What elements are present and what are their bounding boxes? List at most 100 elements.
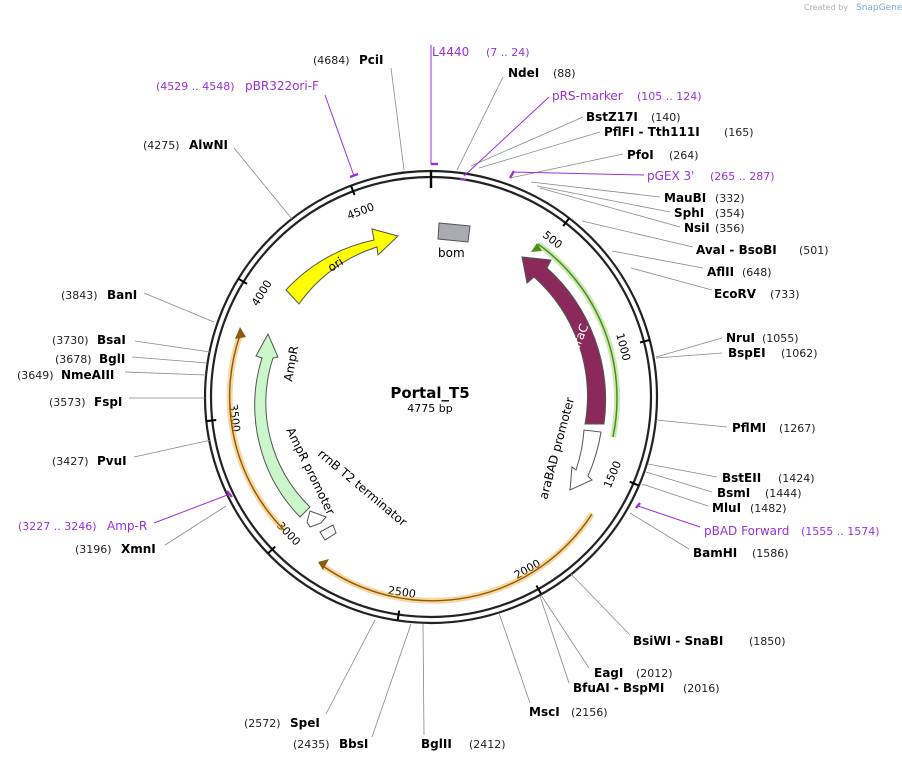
enzyme-PciI[interactable]: (4684) PciI — [313, 53, 405, 171]
enzyme-BfuAI-BspMI[interactable]: BfuAI - BspMI (2016) — [539, 595, 720, 695]
tick-4500: 4500 — [345, 185, 376, 222]
enzyme-pos: (88) — [553, 67, 576, 80]
enzyme-name: AlwNI — [189, 138, 228, 152]
enzyme-NsiI[interactable]: NsiI (356) — [539, 187, 745, 235]
feature-araC: araC — [521, 256, 607, 425]
enzyme-BsaI[interactable]: (3730) BsaI — [52, 333, 211, 353]
enzyme-name: BsiWI - SnaBI — [633, 634, 723, 648]
enzyme-pos: (3196) — [75, 543, 112, 556]
primer-pBR322ori-F[interactable]: (4529 .. 4548) pBR322ori-F — [156, 79, 359, 179]
tick-4000: 4000 — [237, 278, 275, 309]
enzyme-NdeI[interactable]: NdeI (88) — [456, 66, 576, 171]
svg-text:4500: 4500 — [345, 200, 376, 222]
enzyme-pos: (3843) — [61, 289, 98, 302]
enzyme-BglII[interactable]: BglII (2412) — [421, 623, 506, 751]
orf-arc-orange-left-head — [235, 327, 246, 339]
enzyme-AlwNI[interactable]: (4275) AlwNI — [143, 138, 293, 220]
enzyme-name: EcoRV — [714, 287, 757, 301]
enzyme-name: BstZ17I — [586, 110, 638, 124]
enzyme-name: PfoI — [627, 148, 654, 162]
enzyme-pos: (1850) — [749, 635, 786, 648]
enzyme-pos: (1267) — [779, 422, 816, 435]
enzyme-BsiWI-SnaBI[interactable]: BsiWI - SnaBI (1850) — [569, 572, 786, 648]
enzyme-pos: (1482) — [750, 502, 787, 515]
enzyme-XmnI[interactable]: (3196) XmnI — [75, 505, 227, 556]
enzyme-BglI[interactable]: (3678) BglI — [55, 352, 208, 366]
primer-L4440[interactable]: L4440 (7 .. 24) — [430, 45, 530, 166]
enzyme-EagI[interactable]: EagI (2012) — [540, 594, 673, 680]
enzyme-NruI[interactable]: NruI (1055) — [655, 331, 799, 358]
enzyme-pos: (2412) — [469, 738, 506, 751]
orf-arc-green — [537, 243, 618, 438]
enzyme-MauBI[interactable]: MauBI (332) — [530, 181, 745, 205]
enzyme-pos: (3730) — [52, 334, 89, 347]
enzyme-pos: (733) — [770, 288, 800, 301]
primer-range: (1555 .. 1574) — [801, 525, 880, 538]
enzyme-PfoI[interactable]: PfoI (264) — [509, 148, 699, 179]
backbone — [203, 169, 659, 625]
svg-text:4000: 4000 — [249, 278, 275, 309]
enzyme-pos: (3427) — [52, 455, 89, 468]
enzyme-MluI[interactable]: MluI (1482) — [641, 483, 787, 515]
enzyme-BstZ17I[interactable]: BstZ17I (140) — [470, 110, 681, 167]
rrnB-T2-terminator-arrow — [319, 524, 337, 541]
enzyme-name: XmnI — [121, 542, 156, 556]
enzyme-pos: (3678) — [55, 353, 92, 366]
enzyme-PvuI[interactable]: (3427) PvuI — [52, 439, 212, 468]
enzyme-SphI[interactable]: SphI (354) — [536, 185, 745, 220]
enzyme-pos: (356) — [715, 222, 745, 235]
enzyme-name: BspEI — [728, 346, 766, 360]
enzyme-pos: (354) — [715, 207, 745, 220]
primer-pBAD-Forward[interactable]: pBAD Forward (1555 .. 1574) — [635, 502, 880, 538]
enzyme-MscI[interactable]: MscI (2156) — [498, 612, 608, 719]
enzyme-name: NsiI — [684, 221, 710, 235]
enzyme-BamHI[interactable]: BamHI (1586) — [629, 512, 789, 560]
enzyme-pos: (264) — [669, 149, 699, 162]
enzyme-BsmI[interactable]: BsmI (1444) — [645, 471, 802, 500]
enzyme-SpeI[interactable]: (2572) SpeI — [244, 619, 376, 730]
enzyme-AvaI-BsoBI[interactable]: AvaI - BsoBI (501) — [581, 220, 829, 257]
enzyme-name: AvaI - BsoBI — [696, 243, 777, 257]
primer-range: (105 .. 124) — [637, 90, 702, 103]
rrnB-T2-terminator-label: rrnB T2 terminator — [315, 447, 410, 530]
enzyme-name: BsmI — [717, 486, 750, 500]
enzyme-pos: (332) — [715, 192, 745, 205]
enzyme-name: BbsI — [339, 737, 368, 751]
enzyme-pos: (1055) — [762, 332, 799, 345]
enzyme-pos: (1444) — [765, 487, 802, 500]
enzyme-name: BglII — [421, 737, 452, 751]
enzyme-name: BfuAI - BspMI — [573, 681, 664, 695]
plasmid-name: Portal_T5 — [390, 384, 469, 402]
enzyme-pos: (3573) — [49, 396, 86, 409]
enzyme-BbsI[interactable]: (2435) BbsI — [293, 623, 412, 751]
AmpR-label: AmpR — [281, 345, 301, 383]
enzyme-PflMI[interactable]: PflMI (1267) — [655, 419, 816, 435]
enzyme-EcoRV[interactable]: EcoRV (733) — [630, 267, 800, 301]
enzyme-pos: (2435) — [293, 738, 330, 751]
enzyme-labels: (4684) PciI NdeI (88) BstZ17I (140) PflF… — [17, 53, 829, 751]
enzyme-name: NruI — [726, 331, 755, 345]
primer-Amp-R[interactable]: (3227 .. 3246) Amp-R — [18, 490, 233, 533]
enzyme-pos: (1586) — [752, 547, 789, 560]
orf-arc-orange-bottom-head — [318, 559, 329, 570]
enzyme-BspEI[interactable]: BspEI (1062) — [655, 346, 818, 360]
enzyme-name: NmeAIII — [61, 368, 114, 382]
primer-pRS-marker[interactable]: pRS-marker (105 .. 124) — [459, 89, 702, 182]
enzyme-BanI[interactable]: (3843) BanI — [61, 288, 215, 323]
enzyme-AflII[interactable]: AflII (648) — [611, 250, 772, 279]
feature-ori: ori — [285, 228, 399, 305]
enzyme-PflFI-Tth111I[interactable]: PflFI - Tth111I (165) — [478, 125, 754, 169]
primer-name: pRS-marker — [552, 89, 623, 103]
enzyme-FspI[interactable]: (3573) FspI — [49, 395, 205, 409]
enzyme-BstEII[interactable]: BstEII (1424) — [647, 463, 815, 485]
enzyme-pos: (648) — [742, 266, 772, 279]
primer-pGEX-3[interactable]: pGEX 3' (265 .. 287) — [508, 169, 775, 183]
enzyme-name: MluI — [712, 501, 741, 515]
enzyme-name: MauBI — [664, 191, 706, 205]
enzyme-name: EagI — [594, 666, 623, 680]
enzyme-name: SpeI — [290, 716, 320, 730]
enzyme-NmeAIII[interactable]: (3649) NmeAIII — [17, 368, 207, 382]
enzyme-name: FspI — [94, 395, 122, 409]
enzyme-pos: (1424) — [778, 472, 815, 485]
primer-range: (4529 .. 4548) — [156, 80, 235, 93]
